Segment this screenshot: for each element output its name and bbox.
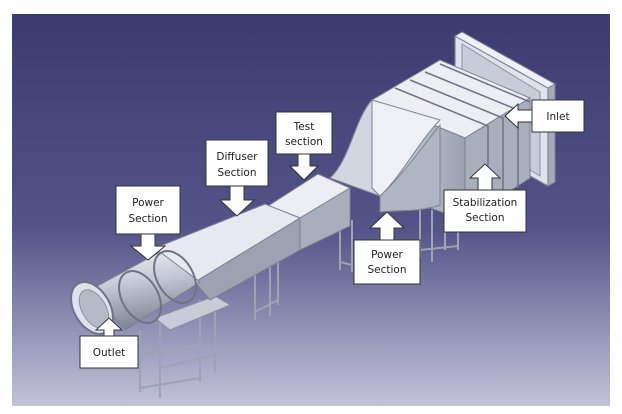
test-label-line1: Test: [293, 121, 315, 133]
power-center-callout: Power Section: [353, 211, 421, 285]
outlet-arrow: [94, 317, 124, 337]
inlet-label: Inlet: [546, 111, 569, 123]
test-section-callout: Test section: [275, 111, 333, 181]
diffuser-label-line2: Section: [217, 167, 256, 179]
power-left-callout: Power Section: [115, 185, 181, 261]
stabilization-label-line1: Stabilization: [453, 197, 518, 209]
power-center-label-line2: Section: [367, 264, 406, 276]
contraction-section: [329, 98, 441, 213]
inlet-arrow: [504, 102, 533, 130]
diffuser-label-line1: Diffuser: [216, 151, 258, 163]
power-left-arrow: [129, 233, 167, 261]
stabilization-callout: Stabilization Section: [443, 163, 527, 233]
power-left-label-line2: Section: [128, 213, 167, 225]
stabilization-label-box: [443, 189, 527, 233]
stand-shelf: [153, 295, 232, 331]
outlet-label: Outlet: [93, 347, 126, 359]
inlet-callout: Inlet: [504, 99, 585, 133]
outlet-callout: Outlet: [79, 317, 139, 369]
power-center-label-box: [353, 239, 421, 285]
outlet-label-box: [79, 335, 139, 369]
power-left-label-box: [115, 185, 181, 235]
diffuser-arrow: [218, 185, 256, 217]
test-arrow: [288, 153, 320, 181]
power-center-label-line1: Power: [371, 249, 403, 261]
test-label-line2: section: [285, 136, 323, 148]
diffuser-callout: Diffuser Section: [205, 139, 269, 217]
inlet-label-box: [531, 99, 585, 133]
power-left-label-line1: Power: [132, 197, 164, 209]
power-center-arrow: [368, 211, 406, 241]
diffuser-label-box: [205, 139, 269, 187]
stabilization-label-line2: Section: [465, 212, 504, 224]
stabilization-arrow: [468, 163, 502, 191]
